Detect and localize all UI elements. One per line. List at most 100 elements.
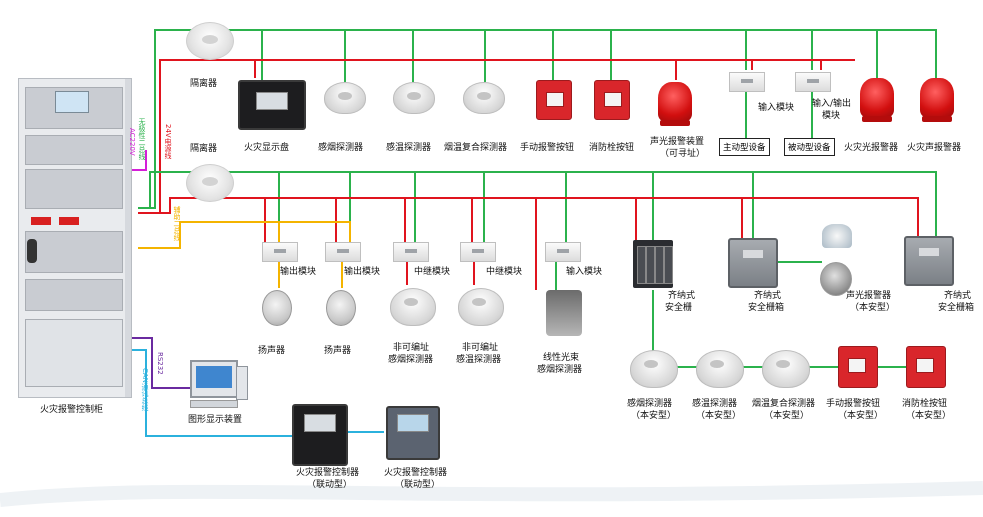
linked-ctrl-1-label-2: （联动型） bbox=[307, 480, 353, 490]
purple-rs232 bbox=[132, 337, 190, 389]
manual-alarm-button-label: 手动报警按钮 bbox=[520, 143, 575, 153]
cabinet-screen bbox=[55, 91, 89, 113]
barrier-box-1-label-2: 安全栅箱 bbox=[748, 303, 785, 313]
non-addr-smoke-label-2: 感烟探测器 bbox=[388, 355, 434, 365]
linked-ctrl-2-label-2: （联动型） bbox=[395, 480, 441, 490]
non-addr-heat-label-1: 非可编址 bbox=[462, 343, 499, 353]
fire-light-alarm-label: 火灾光报警器 bbox=[844, 143, 899, 153]
input-module-top-label: 输入模块 bbox=[758, 103, 795, 113]
addressable-sounder bbox=[658, 82, 692, 126]
keyboard bbox=[190, 400, 238, 408]
active-device-box: 主动型设备 bbox=[719, 138, 770, 156]
output-module-1 bbox=[262, 242, 298, 262]
output-module-1-label: 输出模块 bbox=[280, 267, 317, 277]
hydrant-button bbox=[594, 80, 630, 120]
fire-light-alarm bbox=[860, 78, 894, 122]
is-heat-label-1: 感温探测器 bbox=[692, 399, 738, 409]
io-module-label-2: 模块 bbox=[822, 111, 841, 121]
barrier-rail-label-2: 安全栅 bbox=[665, 303, 693, 313]
sounder-label-1: 声光报警装置 bbox=[650, 137, 705, 147]
cabinet-door bbox=[25, 319, 123, 387]
magenta-ac bbox=[126, 150, 147, 171]
output-module-2 bbox=[325, 242, 361, 262]
is-smoke-label-1: 感烟探测器 bbox=[627, 399, 673, 409]
fire-display-label: 火灾显示盘 bbox=[244, 143, 290, 153]
barrier-rail-label-1: 齐纳式 bbox=[668, 291, 696, 301]
cabinet-panel-row bbox=[25, 279, 123, 311]
relay-module-2 bbox=[460, 242, 496, 262]
combo-detector-label: 烟温复合探测器 bbox=[444, 143, 508, 153]
smoke-detector bbox=[324, 82, 366, 114]
is-manual-label-2: （本安型） bbox=[838, 411, 884, 421]
linear-beam-detector bbox=[546, 290, 582, 336]
is-hydrant-label-1: 消防栓按钮 bbox=[902, 399, 948, 409]
linked-ctrl-1-label-1: 火灾报警控制器 bbox=[296, 468, 360, 478]
cabinet-panel-row bbox=[25, 231, 123, 273]
linked-controller-2 bbox=[386, 406, 440, 460]
beam-detector-label-2: 感烟探测器 bbox=[537, 365, 583, 375]
red-drops-top bbox=[254, 60, 822, 80]
sounder-label-2: （可寻址） bbox=[660, 149, 706, 159]
barrier-box-2-label-1: 齐纳式 bbox=[944, 291, 972, 301]
input-module-bottom bbox=[545, 242, 581, 262]
hydrant-button-label: 消防栓按钮 bbox=[589, 143, 635, 153]
ex-sounder-label-1: 声光报警器 bbox=[846, 291, 892, 301]
cabinet-indicator bbox=[59, 217, 79, 225]
non-addressable-smoke-detector bbox=[390, 288, 436, 326]
heat-detector-label: 感温探测器 bbox=[386, 143, 432, 153]
ac-label: AC220V bbox=[128, 128, 136, 156]
barrier-box-2-label-2: 安全栅箱 bbox=[938, 303, 975, 313]
non-addr-smoke-label-1: 非可编址 bbox=[393, 343, 430, 353]
pc-tower bbox=[236, 366, 248, 400]
microphone bbox=[27, 239, 37, 263]
cabinet-panel-row bbox=[25, 135, 123, 165]
isolator-top bbox=[186, 22, 234, 60]
relay-module-1-label: 中继模块 bbox=[414, 267, 451, 277]
relay-module-1 bbox=[393, 242, 429, 262]
is-smoke-detector bbox=[630, 350, 678, 388]
is-smoke-label-2: （本安型） bbox=[631, 411, 677, 421]
speaker-2-label: 扬声器 bbox=[324, 346, 352, 356]
smoke-detector-label: 感烟探测器 bbox=[318, 143, 364, 153]
linked-controller-1 bbox=[292, 404, 348, 466]
graphic-display-label: 图形显示装置 bbox=[188, 415, 243, 425]
dc24-label: 24V电源线 bbox=[164, 124, 172, 159]
yellow-bus bbox=[138, 221, 351, 249]
combo-detector bbox=[463, 82, 505, 114]
is-heat-label-2: （本安型） bbox=[696, 411, 742, 421]
isolator-bottom bbox=[186, 164, 234, 202]
green-bus-bottom bbox=[138, 171, 937, 238]
ex-sounder-label-2: （本安型） bbox=[850, 303, 896, 313]
input-module-bottom-label: 输入模块 bbox=[566, 267, 603, 277]
ex-sounder bbox=[820, 262, 852, 296]
non-addressable-heat-detector bbox=[458, 288, 504, 326]
beam-detector-label-1: 线性光束 bbox=[543, 353, 580, 363]
zener-barrier-rail bbox=[633, 240, 673, 288]
red-drops-bottom bbox=[264, 198, 743, 290]
ex-beacon bbox=[822, 224, 852, 248]
graphic-display-monitor bbox=[190, 360, 238, 398]
input-module-top bbox=[729, 72, 765, 92]
fire-sound-alarm bbox=[920, 78, 954, 122]
io-module-label-1: 输入/输出 bbox=[812, 99, 852, 109]
cyan-can bbox=[132, 349, 292, 437]
loop-bus-label: 无极性二总线 bbox=[138, 118, 146, 160]
passive-device-box: 被动型设备 bbox=[784, 138, 835, 156]
isolator-bottom-label: 隔离器 bbox=[190, 144, 218, 154]
green-drops-top bbox=[261, 30, 878, 82]
linked-ctrl-2-label-1: 火灾报警控制器 bbox=[384, 468, 448, 478]
io-module-top bbox=[795, 72, 831, 92]
is-hydrant-button bbox=[906, 346, 946, 388]
zener-barrier-box-2 bbox=[904, 236, 954, 286]
cabinet-indicator bbox=[31, 217, 51, 225]
is-combo-label-1: 烟温复合探测器 bbox=[752, 399, 816, 409]
output-module-2-label: 输出模块 bbox=[344, 267, 381, 277]
is-heat-detector bbox=[696, 350, 744, 388]
is-hydrant-label-2: （本安型） bbox=[906, 411, 952, 421]
is-combo-label-2: （本安型） bbox=[764, 411, 810, 421]
is-manual-alarm-button bbox=[838, 346, 878, 388]
aux-bus-label: 辅助二总线 bbox=[173, 206, 181, 241]
barrier-box-1-label-1: 齐纳式 bbox=[754, 291, 782, 301]
cabinet-panel-row bbox=[25, 169, 123, 209]
